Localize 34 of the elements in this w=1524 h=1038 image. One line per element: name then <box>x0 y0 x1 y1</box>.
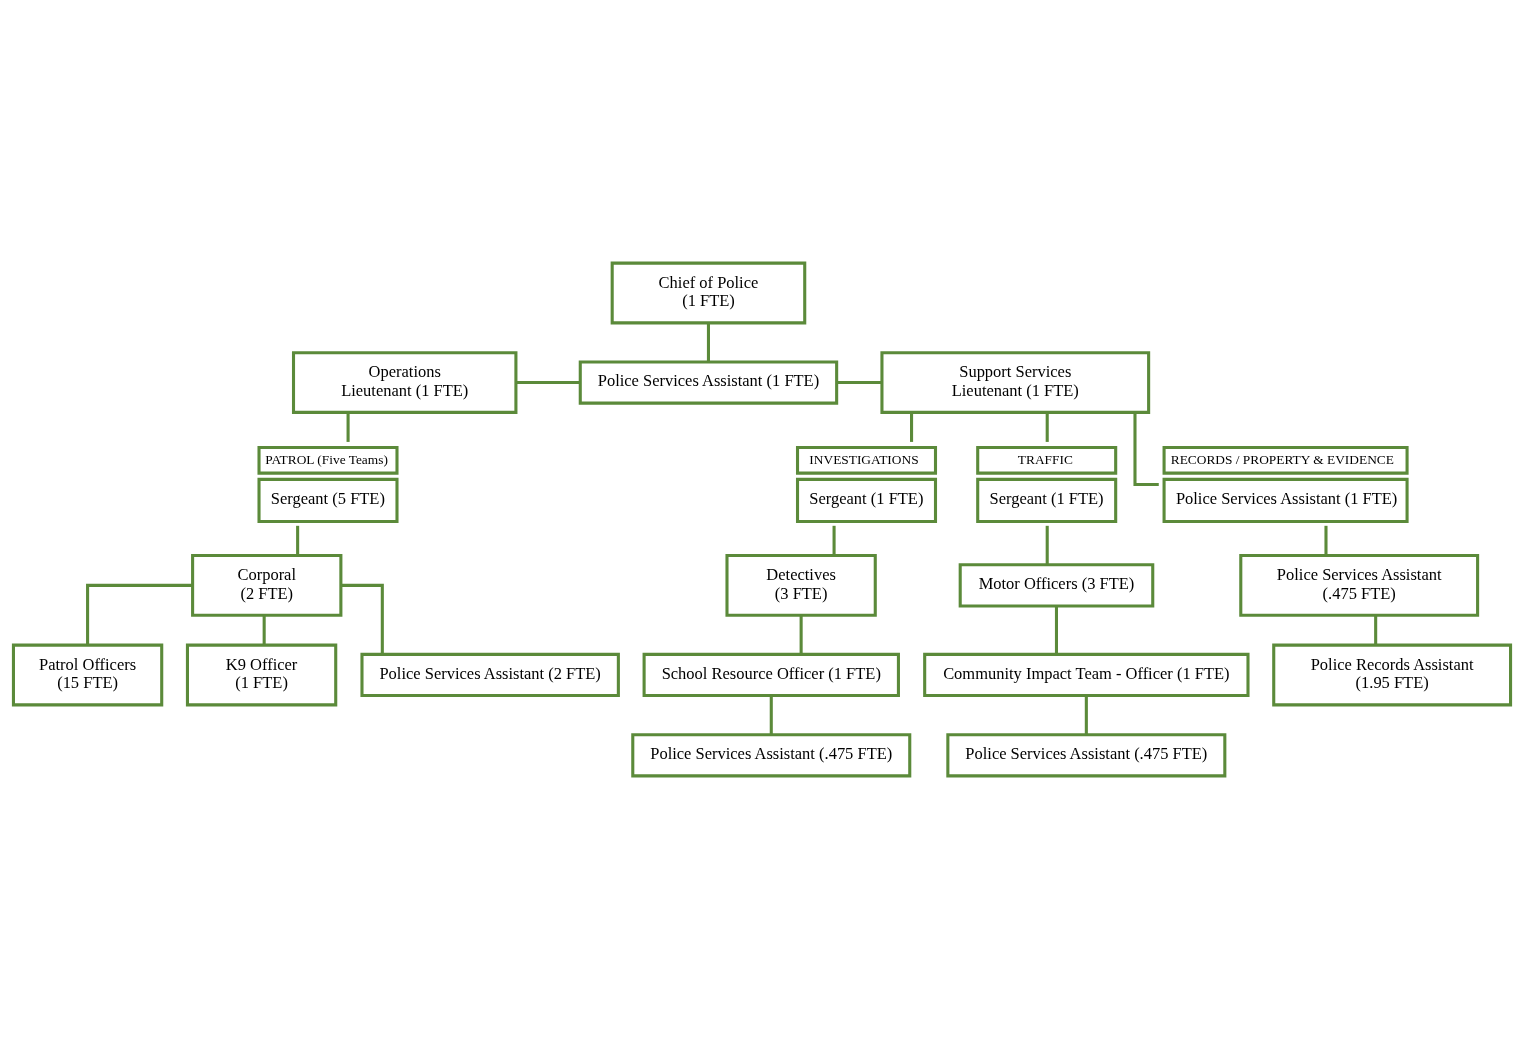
connector <box>706 322 710 362</box>
node-box: Police Services Assistant (.475 FTE) <box>631 732 912 777</box>
node-box: Support Services Lieutenant (1 FTE) <box>880 350 1151 414</box>
connector <box>836 380 882 384</box>
node-box: Operations Lieutenant (1 FTE) <box>291 350 518 414</box>
connector <box>1374 615 1378 645</box>
node-box: Community Impact Team - Officer (1 FTE) <box>923 652 1250 697</box>
connector <box>340 583 384 654</box>
node-box: Detectives (3 FTE) <box>725 553 877 617</box>
node-box: Police Services Assistant (1 FTE) <box>578 359 839 405</box>
connector <box>262 615 266 645</box>
connector <box>86 583 193 645</box>
connector <box>516 380 581 384</box>
node-box: School Resource Officer (1 FTE) <box>642 652 900 697</box>
node-box: Police Services Assistant (.475 FTE) <box>1239 553 1480 617</box>
node-box: Police Records Assistant (1.95 FTE) <box>1272 643 1513 706</box>
connector <box>346 411 350 442</box>
node-box: K9 Officer (1 FTE) <box>185 643 338 706</box>
connector <box>910 411 914 442</box>
connector <box>799 615 803 654</box>
connector <box>1045 525 1049 565</box>
node-box: Police Services Assistant (.475 FTE) <box>946 732 1227 777</box>
connector <box>1324 525 1328 555</box>
node-box: Patrol Officers (15 FTE) <box>11 643 164 706</box>
node-box: Motor Officers (3 FTE) <box>958 562 1155 608</box>
node-box: Police Services Assistant (2 FTE) <box>360 652 620 697</box>
node-box: Chief of Police (1 FTE) <box>610 261 807 324</box>
connector <box>1045 411 1049 442</box>
connector <box>1084 695 1088 735</box>
connector <box>1054 605 1059 654</box>
connector <box>769 695 773 735</box>
node-box: Corporal (2 FTE) <box>191 553 343 617</box>
connector <box>296 525 300 555</box>
connector <box>832 525 836 555</box>
